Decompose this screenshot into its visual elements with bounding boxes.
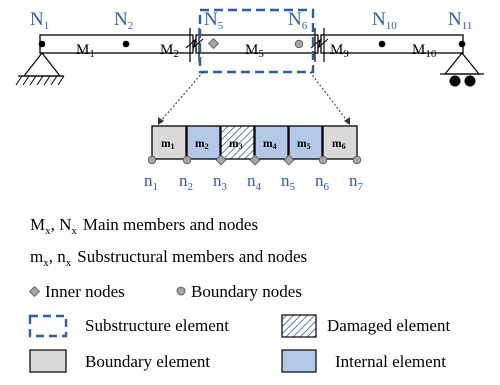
beam-node <box>38 40 46 48</box>
member-label-M10: M10 <box>412 42 437 60</box>
sub-member-label-m1: m1 <box>161 138 175 151</box>
node-label-N1: N1 <box>30 9 49 32</box>
damaged-swatch <box>281 314 317 338</box>
sub-node-label-n3: n3 <box>213 171 228 193</box>
sub-member-m3 <box>220 125 255 160</box>
node-label-N2: N2 <box>114 9 133 32</box>
substructure-dashed-box <box>198 8 315 74</box>
node-label-N10: N10 <box>372 9 397 32</box>
sub-node-label-n4: n4 <box>247 171 262 193</box>
substructure-detail: m1 m2 m3 m4 m5 m6 n1 n2 n3 n4 n5 n6 n7 <box>144 125 364 193</box>
sub-member-m4 <box>254 125 289 160</box>
sub-member-m6 <box>322 125 358 160</box>
internal-swatch <box>281 349 317 373</box>
boundary-node-icon <box>182 155 192 165</box>
sub-node-label-n1: n1 <box>144 171 158 193</box>
sub-member-label-m6: m6 <box>332 138 346 151</box>
sub-member-label-m3: m3 <box>229 138 243 151</box>
boundary-swatch <box>29 349 67 373</box>
main-beam: N1 N2 N5 N6 N10 N11 M1 M2 M5 M9 M10 <box>15 8 484 125</box>
member-label-M9: M9 <box>330 42 349 60</box>
beam-node <box>378 40 386 48</box>
pin-support-icon <box>15 52 65 86</box>
legend-damaged-element: Damaged element <box>327 316 450 335</box>
sub-member-m2 <box>186 125 221 160</box>
legend-boundary-nodes: Boundary nodes <box>191 282 302 301</box>
connector-line-left <box>159 71 204 123</box>
beam-node <box>458 40 466 48</box>
roller-support-icon <box>440 52 484 87</box>
beam-segment-middle <box>195 34 319 54</box>
sub-member-label-m4: m4 <box>263 138 277 151</box>
member-label-M5: M5 <box>245 42 264 60</box>
boundary-node-icon <box>176 286 186 296</box>
legend-boundary-element: Boundary element <box>85 352 210 371</box>
sub-node-label-n6: n6 <box>315 171 330 193</box>
inner-node-icon <box>207 37 220 50</box>
legend-inner-nodes: Inner nodes <box>45 282 125 301</box>
node-label-N11: N11 <box>448 9 472 32</box>
connector-line-right <box>309 71 349 123</box>
inner-node-icon <box>215 154 227 166</box>
inner-node-icon <box>28 285 41 298</box>
sub-member-m5 <box>288 125 323 160</box>
sub-node-label-n7: n7 <box>349 171 364 193</box>
legend-substructure-element: Substructure element <box>85 316 229 335</box>
sub-member-label-m5: m5 <box>297 138 311 151</box>
substructure-swatch <box>28 314 68 338</box>
member-label-M2: M2 <box>160 42 179 60</box>
boundary-node-icon <box>147 155 157 165</box>
beam-node <box>122 40 130 48</box>
sub-member-label-m2: m2 <box>195 138 209 151</box>
sub-node-label-n5: n5 <box>281 171 296 193</box>
sub-node-label-n2: n2 <box>179 171 193 193</box>
boundary-node-icon <box>318 155 328 165</box>
node-label-N6: N6 <box>288 9 308 32</box>
sub-member-m1 <box>151 125 187 160</box>
node-label-N5: N5 <box>204 9 224 32</box>
boundary-node-icon <box>352 155 362 165</box>
member-label-M1: M1 <box>76 42 95 60</box>
inner-node-icon <box>283 154 295 166</box>
inner-node-icon <box>249 154 261 166</box>
legend-internal-element: Internal element <box>335 352 446 371</box>
boundary-node-icon <box>294 39 304 49</box>
